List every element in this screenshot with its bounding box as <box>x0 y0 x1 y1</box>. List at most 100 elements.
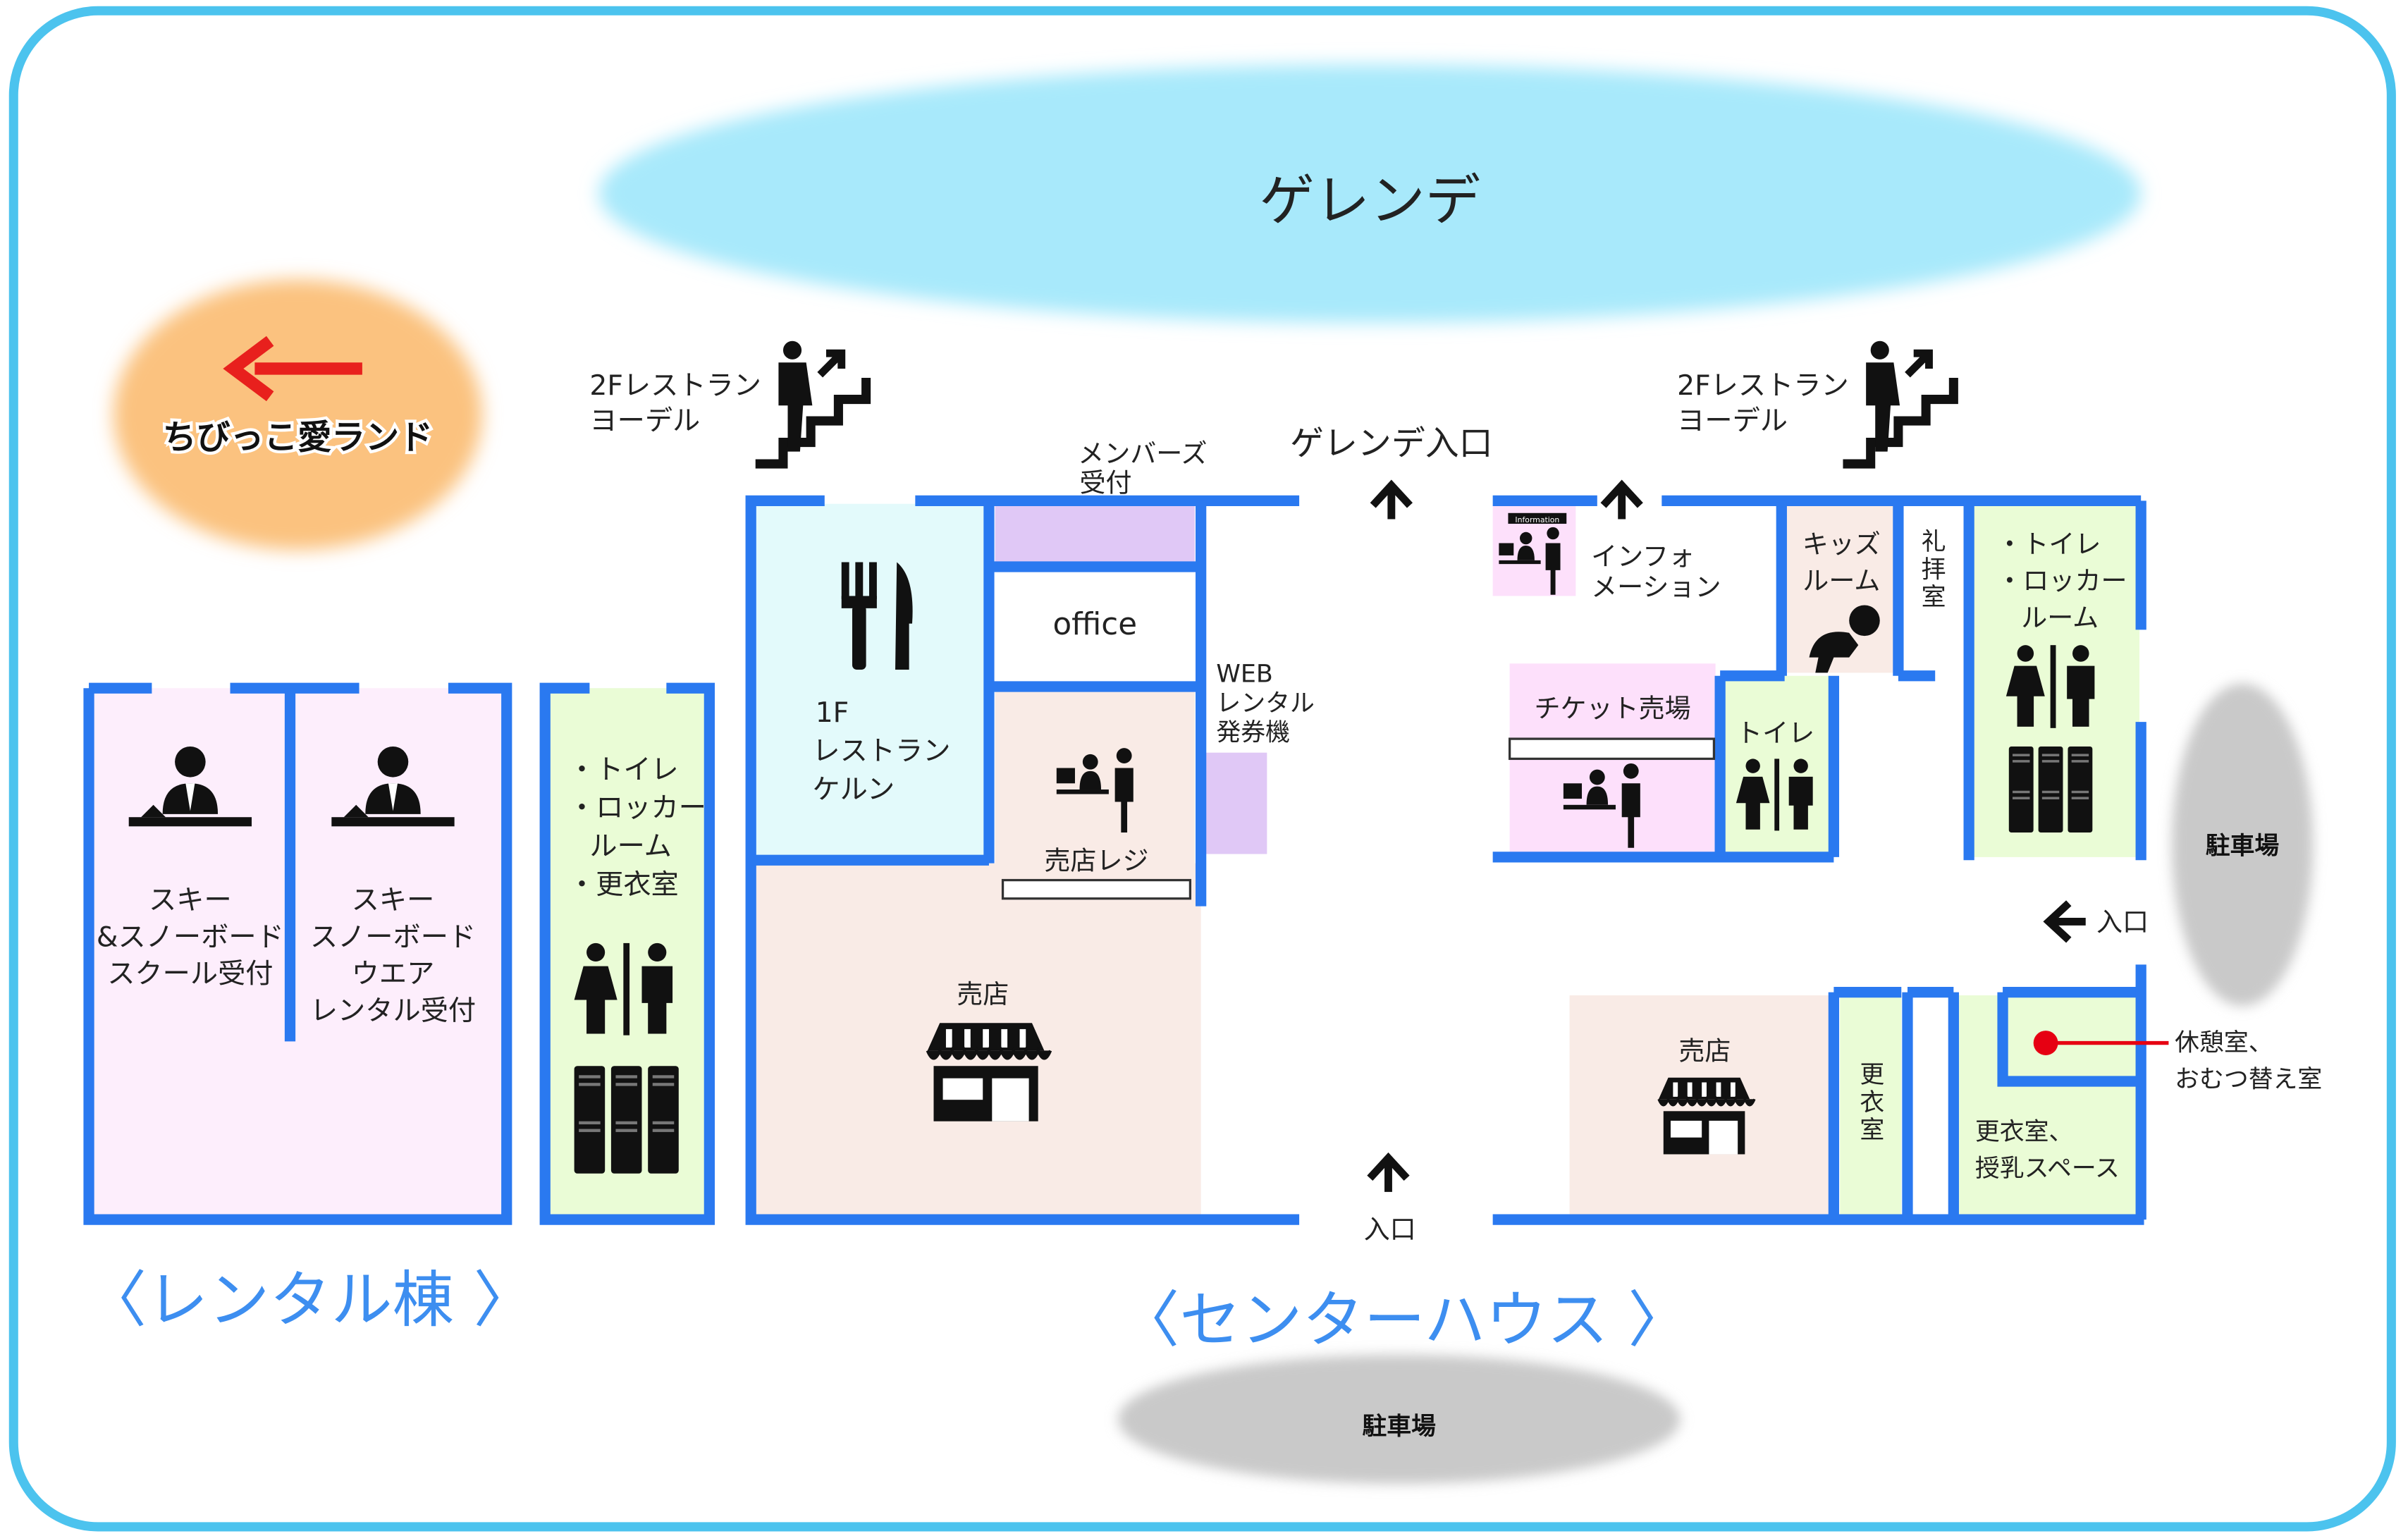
restaurant-1f-label: 1F レストラン ケルン <box>812 697 950 806</box>
locker-building-left-walls <box>539 682 715 1225</box>
svg-text:インフォ: インフォ <box>1591 541 1695 572</box>
center-house-walls <box>745 495 2146 1225</box>
rest-room-marker <box>2033 1031 2058 1055</box>
ticket-label: チケット売場 <box>1535 694 1691 724</box>
svg-text:メンバーズ: メンバーズ <box>1078 438 1207 469</box>
toilet-icon <box>574 942 673 1036</box>
arrow-left-icon <box>2043 900 2086 943</box>
svg-text:発券機: 発券機 <box>1216 718 1290 747</box>
crawling-baby-icon <box>1809 605 1880 673</box>
parking-right-label: 駐車場 <box>2206 832 2280 861</box>
svg-text:2Fレストラン: 2Fレストラン <box>1677 370 1849 402</box>
svg-text:・トイレ: ・トイレ <box>568 754 679 786</box>
svg-text:スキー: スキー <box>352 885 435 916</box>
register-counter <box>1001 878 1192 900</box>
wear-rental-label: スキー スノーボード ウエア レンタル受付 <box>310 885 476 1027</box>
svg-text:礼: 礼 <box>1922 528 1946 556</box>
kids-land-area <box>113 279 482 551</box>
prayer-room-label: 礼 拝 室 <box>1922 528 1946 611</box>
toilet-small-label: トイレ <box>1736 718 1814 748</box>
ticket-counter <box>1508 737 1716 761</box>
members-desk <box>995 503 1195 563</box>
parking-right-area <box>2171 683 2314 1007</box>
shop-register-floor <box>995 691 1195 907</box>
svg-text:WEB: WEB <box>1216 660 1272 688</box>
locker-left-label: ・トイレ ・ロッカー ルーム ・更衣室 <box>568 754 706 901</box>
rental-building-title: 〈レンタル棟 〉 <box>85 1264 535 1336</box>
svg-text:・ロッカー: ・ロッカー <box>568 792 706 824</box>
office-room <box>995 571 1195 682</box>
svg-text:・更衣室: ・更衣室 <box>568 869 679 901</box>
kids-room-label: キッズ ルーム <box>1802 529 1881 596</box>
svg-text:ルーム: ルーム <box>1802 566 1880 596</box>
svg-text:1F: 1F <box>816 697 849 729</box>
svg-text:キッズ: キッズ <box>1802 529 1881 559</box>
svg-text:ウエア: ウエア <box>352 959 435 990</box>
members-label: メンバーズ 受付 <box>1078 438 1207 498</box>
rental-building-floor <box>89 688 507 1220</box>
rest-room-label: 休憩室、 おむつ替え室 <box>2175 1028 2322 1093</box>
stairs-left-label: 2Fレストラン ヨーデル <box>589 370 761 437</box>
shop-icon <box>928 1023 1050 1121</box>
rental-building-walls <box>83 682 512 1225</box>
svg-text:ヨーデル: ヨーデル <box>589 405 700 437</box>
svg-text:レストラン: レストラン <box>812 736 950 768</box>
arrow-left-red-icon <box>223 336 362 402</box>
svg-text:レンタル: レンタル <box>1216 689 1314 718</box>
changing-nursing-room <box>1956 995 2142 1217</box>
svg-text:ルーム: ルーム <box>2021 603 2099 633</box>
svg-text:室: 室 <box>1922 584 1946 612</box>
shop-right-label: 売店 <box>1678 1036 1731 1067</box>
slope-label: ゲレンデ <box>1259 169 1480 233</box>
svg-text:スキー: スキー <box>149 885 232 916</box>
locker-icon <box>574 1066 679 1174</box>
entrance-bottom-label: 入口 <box>1364 1214 1416 1244</box>
svg-text:ヨーデル: ヨーデル <box>1677 405 1788 437</box>
shop-main-label: 売店 <box>957 979 1009 1009</box>
slope-entrance-label: ゲレンデ入口 <box>1290 424 1493 463</box>
toilet-right-icon <box>2005 645 2095 728</box>
arrow-up-icon <box>1370 479 1413 520</box>
svg-text:更衣室、: 更衣室、 <box>1975 1118 2073 1146</box>
shop-register-label: 売店レジ <box>1044 845 1148 875</box>
locker-right-icon <box>2008 746 2093 833</box>
slope-area <box>598 64 2142 323</box>
changing-room-vertical <box>1840 995 1902 1217</box>
svg-text:授乳スペース: 授乳スペース <box>1975 1155 2120 1183</box>
changing-vertical-label: 更 衣 室 <box>1860 1061 1884 1144</box>
information-label: インフォ メーション <box>1591 541 1721 603</box>
parking-bottom-area <box>1117 1354 1681 1484</box>
svg-text:ルーム: ルーム <box>589 831 671 863</box>
svg-text:2Fレストラン: 2Fレストラン <box>589 370 761 402</box>
svg-text:・トイレ: ・トイレ <box>1996 529 2101 559</box>
locker-right-label: ・トイレ ・ロッカー ルーム <box>1996 529 2127 633</box>
web-rental-label: WEB レンタル 発券機 <box>1216 660 1314 747</box>
svg-text:スノーボード: スノーボード <box>310 921 476 953</box>
svg-text:ケルン: ケルン <box>812 774 895 806</box>
svg-text:休憩室、: 休憩室、 <box>2175 1028 2273 1057</box>
svg-text:室: 室 <box>1860 1117 1884 1145</box>
stairs-right-label: 2Fレストラン ヨーデル <box>1677 370 1849 437</box>
information-sign-text: Information <box>1515 515 1559 524</box>
arrow-up-icon <box>1600 479 1643 520</box>
svg-text:レンタル受付: レンタル受付 <box>310 995 476 1027</box>
svg-text:おむつ替え室: おむつ替え室 <box>2175 1066 2322 1094</box>
entrance-right-label: 入口 <box>2096 907 2149 937</box>
parking-bottom-label: 駐車場 <box>1362 1413 1436 1441</box>
kids-land-label: ちびっこ愛ランド <box>163 418 433 457</box>
web-rental-kiosk <box>1205 752 1267 854</box>
center-house-title: 〈センターハウス 〉 <box>1118 1284 1689 1356</box>
svg-text:受付: 受付 <box>1080 467 1132 498</box>
svg-text:・ロッカー: ・ロッカー <box>1996 566 2127 596</box>
arrow-up-icon <box>1367 1152 1410 1192</box>
changing-nursing-label: 更衣室、 授乳スペース <box>1975 1118 2120 1183</box>
information-sign <box>1508 512 1567 524</box>
svg-text:拝: 拝 <box>1922 555 1946 584</box>
office-label: office <box>1053 607 1138 642</box>
svg-text:衣: 衣 <box>1860 1088 1884 1117</box>
ski-school-label: スキー &スノーボード スクール受付 <box>97 885 284 990</box>
svg-text:&スノーボード: &スノーボード <box>97 921 284 953</box>
svg-text:スクール受付: スクール受付 <box>107 959 273 990</box>
svg-text:更: 更 <box>1860 1061 1884 1089</box>
